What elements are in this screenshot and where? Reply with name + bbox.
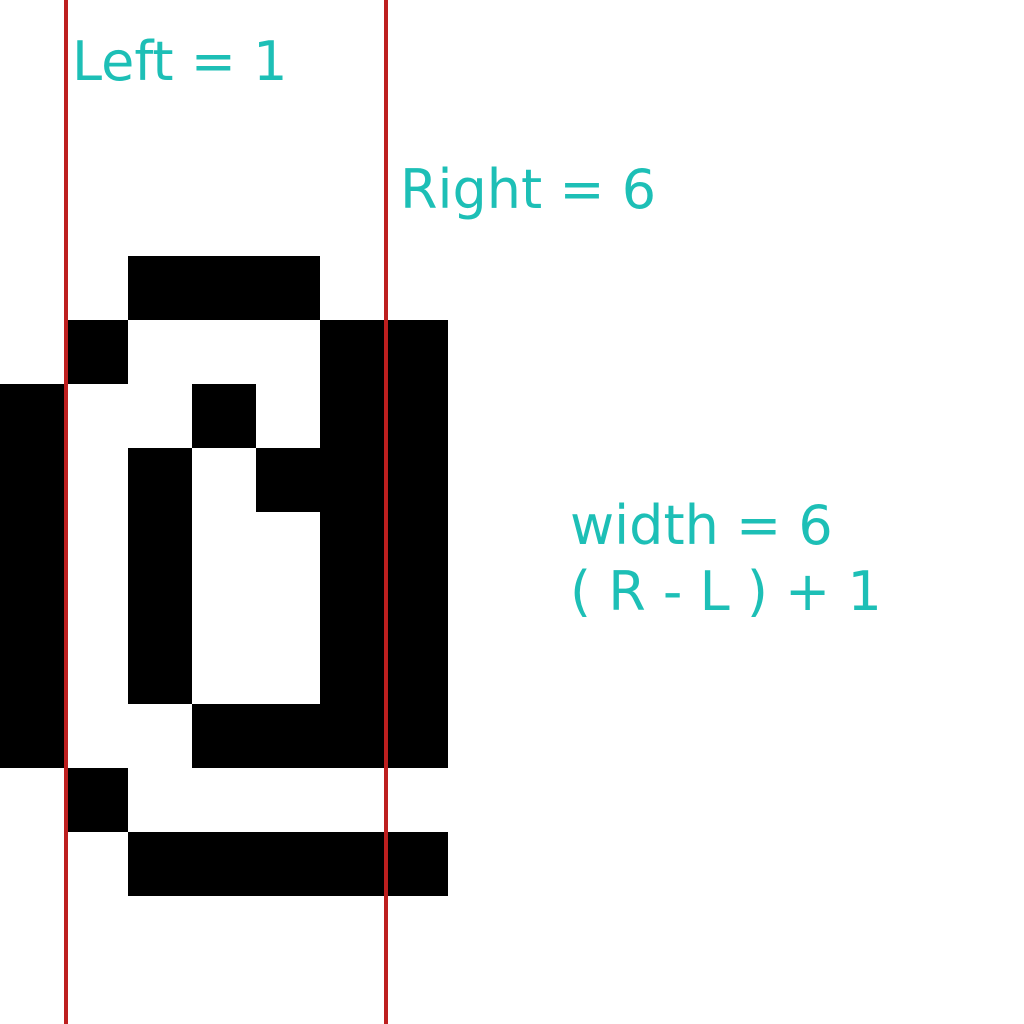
glyph-pixel	[256, 256, 320, 320]
glyph-pixel	[256, 704, 320, 768]
glyph-pixel	[384, 576, 448, 640]
glyph-pixel	[320, 576, 384, 640]
glyph-pixel	[64, 768, 128, 832]
glyph-pixel	[128, 256, 192, 320]
glyph-pixel	[320, 448, 384, 512]
glyph-pixel	[0, 512, 64, 576]
glyph-pixel	[128, 448, 192, 512]
glyph-pixel	[0, 576, 64, 640]
glyph-pixel	[0, 640, 64, 704]
width-label: width = 6	[570, 494, 833, 557]
glyph-pixel	[384, 448, 448, 512]
left-boundary-label: Left = 1	[72, 30, 288, 93]
glyph-pixel	[384, 704, 448, 768]
glyph-pixel	[128, 576, 192, 640]
glyph-pixels	[0, 256, 448, 896]
right-boundary-label: Right = 6	[400, 158, 657, 221]
glyph-pixel	[192, 832, 256, 896]
glyph-pixel	[256, 448, 320, 512]
glyph-pixel	[320, 320, 384, 384]
glyph-pixel	[192, 384, 256, 448]
glyph-pixel	[320, 512, 384, 576]
glyph-pixel	[64, 320, 128, 384]
glyph-pixel	[128, 512, 192, 576]
glyph-pixel	[192, 256, 256, 320]
glyph-pixel	[320, 704, 384, 768]
glyph-pixel	[320, 640, 384, 704]
glyph-pixel	[384, 320, 448, 384]
glyph-pixel	[0, 384, 64, 448]
glyph-pixel	[384, 384, 448, 448]
glyph-pixel	[384, 640, 448, 704]
glyph-pixel	[0, 448, 64, 512]
glyph-pixel	[384, 512, 448, 576]
glyph-pixel	[320, 832, 384, 896]
glyph-pixel	[128, 832, 192, 896]
glyph-pixel	[0, 704, 64, 768]
glyph-pixel	[192, 704, 256, 768]
glyph-pixel	[256, 832, 320, 896]
glyph-pixel	[320, 384, 384, 448]
width-formula-label: ( R - L ) + 1	[570, 560, 882, 623]
boundary-lines	[64, 0, 388, 1024]
glyph-pixel	[384, 832, 448, 896]
glyph-pixel	[128, 640, 192, 704]
